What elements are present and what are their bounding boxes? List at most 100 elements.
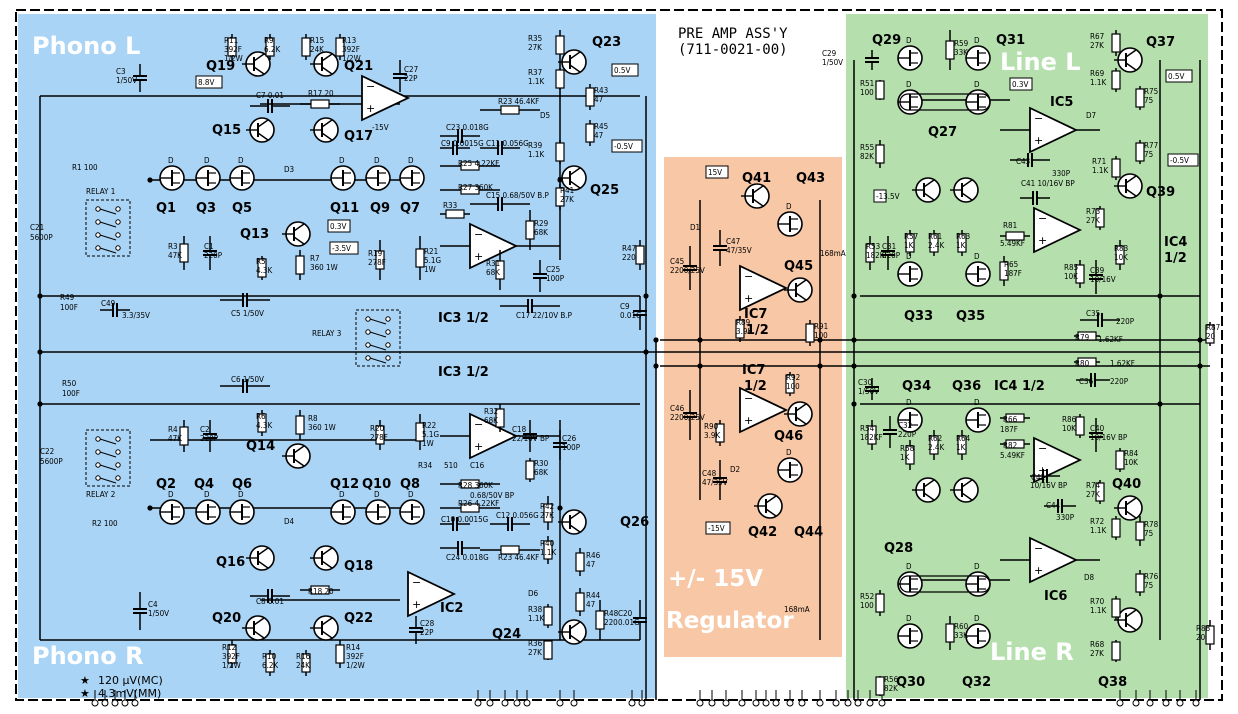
- relay-contact: [115, 436, 121, 442]
- resistor-body: [875, 144, 885, 164]
- relay-arm: [99, 234, 117, 241]
- resistor-body: [875, 676, 885, 696]
- relay-contact: [385, 329, 391, 335]
- resistor-body: [310, 585, 330, 595]
- voltage-tag: 0.3V: [330, 222, 346, 231]
- resistor-label: 6.2K: [264, 45, 280, 54]
- connector-pin: [556, 699, 564, 707]
- resistor-label: 100: [814, 331, 828, 340]
- resistor-body: [301, 653, 311, 673]
- resistor-label: 392F: [224, 45, 242, 54]
- capacitor-label: 1/50V: [116, 76, 137, 85]
- transistor-label: Q2: [156, 477, 176, 492]
- zone-label-phono-r: Phono R: [32, 642, 144, 670]
- ic-label: 1/2: [1164, 251, 1187, 266]
- resistor-body: [957, 435, 967, 455]
- transistor-symbol: [242, 615, 271, 641]
- connector-pin: [628, 699, 636, 707]
- opamp-pin-plus: +: [474, 440, 483, 453]
- resistor-label: 1.1K: [1092, 166, 1108, 175]
- relay-contact: [115, 245, 121, 251]
- resistor-body: [1111, 158, 1121, 178]
- transistor-symbol: [558, 509, 587, 535]
- capacitor-label: C24 0.018G: [446, 553, 489, 562]
- resistor-label: 20: [1196, 633, 1206, 642]
- transistor-collector: [293, 223, 305, 232]
- resistor-label: R32: [484, 407, 498, 416]
- connector-pin: [513, 699, 521, 707]
- transistor-collector: [569, 167, 581, 176]
- transistor-emitter: [795, 292, 807, 301]
- diode-label: D6: [528, 589, 539, 598]
- connector-pin: [111, 699, 119, 707]
- opamp-symbol: [1033, 436, 1083, 484]
- connector-pin: [1146, 699, 1154, 707]
- resistor-label: R14: [346, 643, 361, 652]
- resistor-label: 1.62KF: [1110, 359, 1135, 368]
- transistor-emitter: [752, 198, 764, 207]
- resistor-label: R89: [736, 318, 751, 327]
- capacitor-label: C15 0.68/50V B.P: [486, 191, 550, 200]
- resistor-label: R31: [486, 259, 500, 268]
- transistor-collector: [257, 119, 269, 128]
- resistor-label: R54: [860, 424, 875, 433]
- resistor-label: R27 360K: [458, 183, 493, 192]
- relay-contact: [95, 232, 101, 238]
- transistor-label: Q21: [344, 59, 373, 74]
- capacitor-label: 220P: [882, 251, 901, 260]
- voltage-tag-box: [329, 241, 359, 255]
- resistor-label: 10K: [1062, 424, 1076, 433]
- resistor-label: R63: [956, 232, 970, 241]
- connector-pin: [501, 699, 509, 707]
- ic-label: IC4: [1164, 235, 1187, 250]
- fet-pin-label: D: [906, 562, 912, 571]
- resistor-body: [415, 422, 425, 442]
- capacitor-label: 100P: [562, 443, 581, 452]
- relay-contact: [365, 342, 371, 348]
- resistor-label: 27K: [540, 511, 554, 520]
- resistor-label: 1K: [956, 443, 966, 452]
- resistor-body: [785, 374, 795, 394]
- resistor-body: [929, 233, 939, 253]
- fet-symbol: [897, 571, 923, 597]
- transistor-emitter: [253, 630, 265, 639]
- resistor-label: 1.1K: [528, 150, 544, 159]
- transistor-label: Q31: [996, 33, 1025, 48]
- resistor-label: R45: [594, 122, 608, 131]
- resistor-body: [460, 479, 480, 489]
- resistor-label: 1K: [904, 241, 914, 250]
- transistor-label: Q30: [896, 675, 925, 690]
- junction-dot: [37, 401, 43, 407]
- transistor-symbol: [912, 177, 941, 203]
- resistor-label: 4.3K: [256, 421, 272, 430]
- resistor-label: R59: [954, 39, 969, 48]
- resistor-body: [445, 209, 465, 219]
- resistor-body: [543, 640, 553, 660]
- fet-symbol: [897, 407, 923, 433]
- capacitor-label: C1: [204, 242, 214, 251]
- capacitor-label: 330P: [1056, 513, 1075, 522]
- resistor-label: R80: [1075, 359, 1090, 368]
- resistor-label: 100: [860, 88, 874, 97]
- resistor-body: [555, 69, 565, 89]
- resistor-label: R90: [704, 422, 719, 431]
- resistor-label: R41: [560, 186, 574, 195]
- capacitor-label: C9 0.0015G: [441, 139, 484, 148]
- resistor-label: R60: [954, 622, 969, 631]
- relay-contact: [115, 462, 121, 468]
- resistor-label: R7: [310, 254, 320, 263]
- resistor-body: [715, 423, 725, 443]
- relay-label: RELAY 2: [86, 490, 115, 499]
- capacitor-label: C7 0.01: [256, 91, 284, 100]
- transistor-symbol: [310, 117, 339, 143]
- transistor-label: Q23: [592, 35, 621, 50]
- transistor-symbol: [242, 51, 271, 77]
- resistor-label: 10K: [1124, 458, 1138, 467]
- resistor-label: R37: [528, 68, 542, 77]
- resistor-label: 278F: [368, 258, 386, 267]
- resistor-body: [415, 248, 425, 268]
- relay-arm: [99, 208, 117, 215]
- resistor-body: [1005, 231, 1025, 241]
- fet-symbol: [195, 165, 221, 191]
- transistor-label: Q6: [232, 477, 252, 492]
